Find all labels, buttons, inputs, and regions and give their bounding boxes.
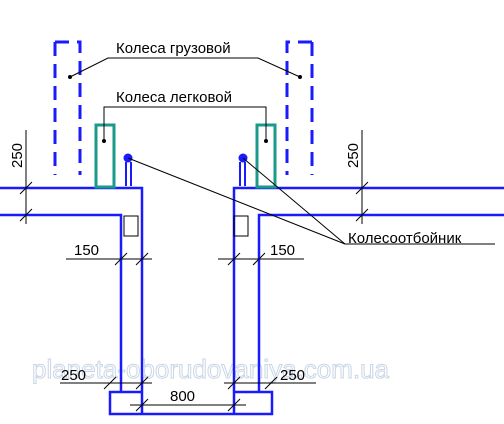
dim-right-bottom: 250 [280,367,305,384]
left-recess [123,215,139,237]
pit-floor [108,390,274,416]
right-recess [233,215,249,237]
dim-left-height: 250 [9,143,26,168]
truck-wheels-label: Колеса грузовой [116,40,231,57]
wheel-stop-label: Колесоотбойник [348,230,462,247]
dimension-lines [19,130,369,412]
leader-dots [68,75,302,143]
car-wheels-label: Колеса легковой [116,89,232,106]
car-wheel-left [94,123,116,189]
truck-leader [69,57,301,78]
leader-lines [69,57,495,245]
truck-wheel-right [285,40,312,175]
dim-right-wall: 150 [270,242,295,259]
truck-wheel-left [55,40,82,175]
dim-pit-width: 800 [170,388,195,405]
stop-leader-right [242,157,346,245]
wheel-stop-right [238,153,248,186]
left-floor-bottom [0,213,123,392]
stop-leader-left [127,157,346,245]
dim-left-wall: 150 [74,242,99,259]
pit-structure [0,186,504,416]
left-floor-top [0,186,144,414]
right-floor-bottom [257,213,504,392]
right-floor-top [232,186,504,414]
dim-left-bottom: 250 [61,367,86,384]
truck-wheel-group [53,40,314,175]
watermark-text: planeta-oborudovaniya.com.ua [32,354,390,384]
car-leader [103,106,267,141]
dim-right-height: 250 [345,143,362,168]
